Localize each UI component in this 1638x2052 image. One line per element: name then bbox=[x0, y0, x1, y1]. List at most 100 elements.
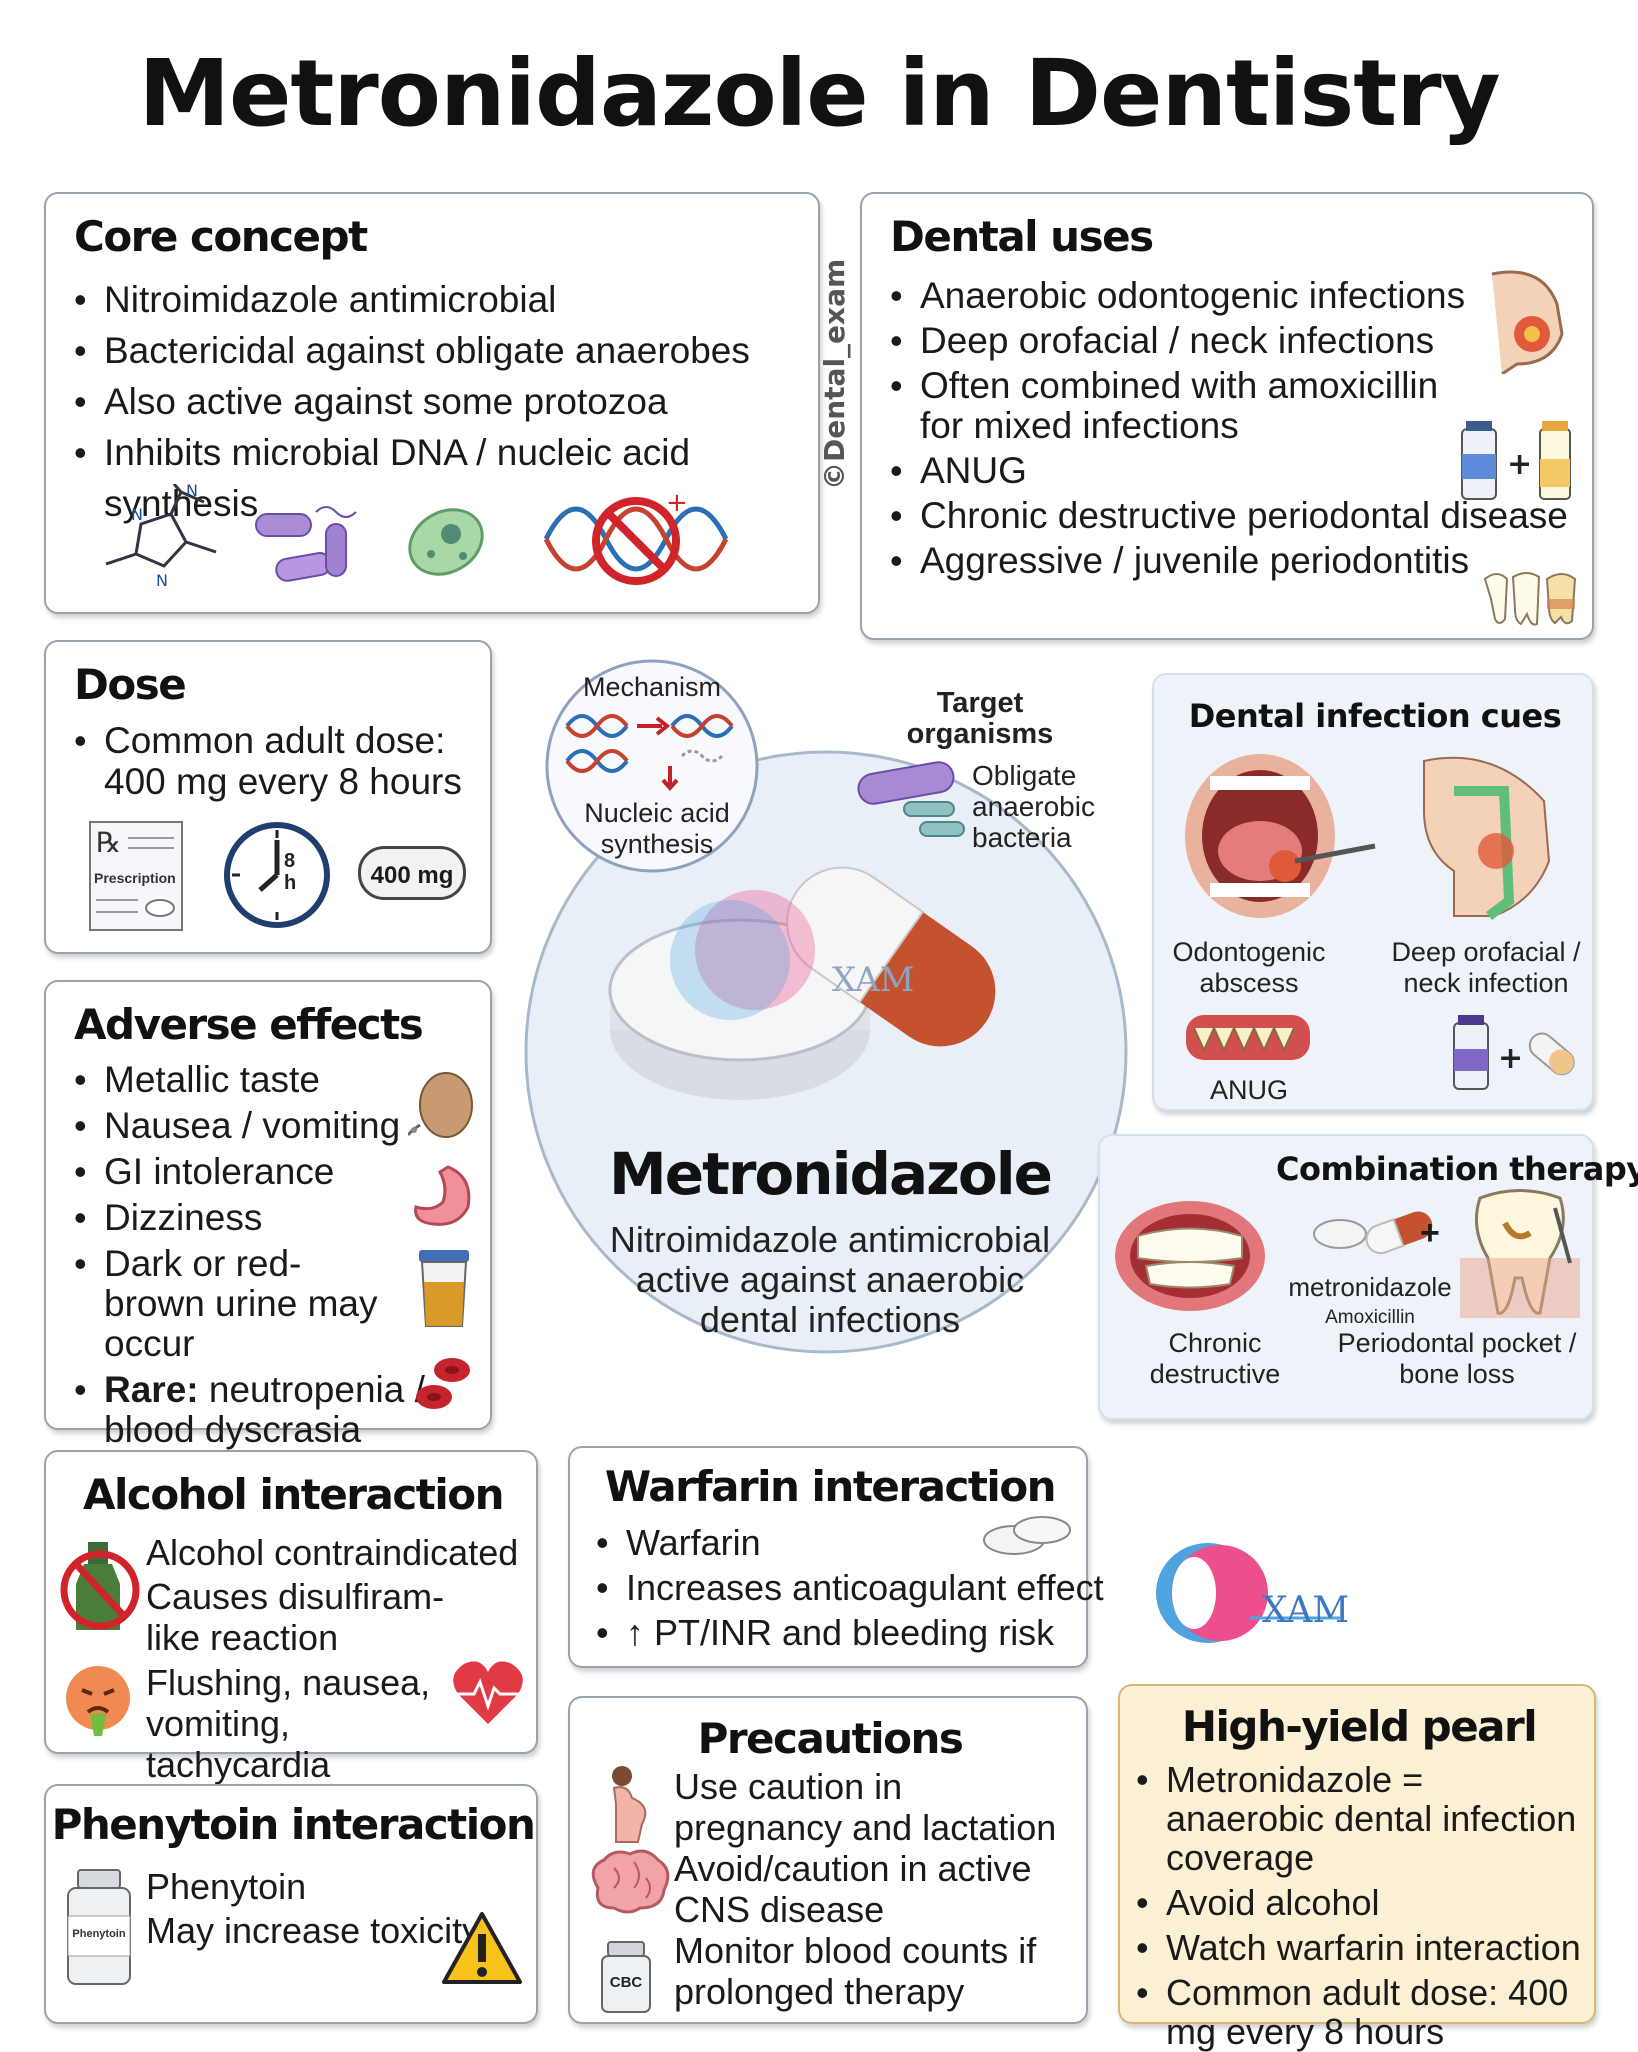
cbc-bottle-icon: CBC bbox=[598, 1940, 654, 2014]
pearl-heading: High-yield pearl bbox=[1181, 1702, 1538, 1751]
anug-gums-icon bbox=[1184, 1010, 1314, 1065]
clock-hours-label: 8 h bbox=[284, 850, 297, 894]
infection-cues-heading: Dental infection cues bbox=[1188, 697, 1562, 735]
nauseous-head-icon bbox=[408, 1070, 478, 1150]
list-item: Rare: neutropenia / blood dyscrasia bbox=[72, 1370, 444, 1450]
teeth-icon bbox=[1477, 569, 1587, 629]
no-dna-icon: + bbox=[536, 489, 756, 594]
target-title: Target organisms bbox=[906, 687, 1054, 750]
combo-drug2: Amoxicillin bbox=[1325, 1307, 1415, 1328]
dental-uses-list: Anaerobic odontogenic infections Deep or… bbox=[888, 276, 1568, 586]
combination-heading: Combination therapy bbox=[1276, 1150, 1638, 1188]
stomach-icon bbox=[408, 1162, 478, 1232]
precautions-heading: Precautions bbox=[697, 1714, 964, 1763]
vial-plus-vial-icon: + bbox=[1452, 419, 1582, 504]
cue-label-neck: Deep orofacial / neck infection bbox=[1391, 937, 1581, 998]
adverse-effects-heading: Adverse effects bbox=[74, 1000, 424, 1049]
list-item: Avoid alcohol bbox=[1134, 1883, 1590, 1922]
alcohol-text1: Alcohol contraindicated bbox=[146, 1532, 519, 1573]
dose-pill: 400 mg bbox=[358, 846, 466, 900]
phenytoin-bottle-icon: Phenytoin bbox=[64, 1868, 134, 1988]
combo-drug1: metronidazole bbox=[1288, 1272, 1452, 1302]
alcohol-interaction-card: Alcohol interaction Alcohol contraindica… bbox=[44, 1450, 538, 1785]
capsule-pill-icon bbox=[1310, 1206, 1440, 1256]
alcohol-heading: Alcohol interaction bbox=[83, 1470, 504, 1519]
prescription-icon: ℞ Prescription bbox=[88, 820, 184, 932]
prescription-label: Prescription bbox=[94, 870, 176, 886]
list-item: GI intolerance bbox=[72, 1152, 402, 1193]
dose-list: Common adult dose: 400 mg every 8 hours bbox=[72, 720, 482, 802]
precautions-card: Precautions Use caution in pregnancy and… bbox=[568, 1696, 1088, 2024]
anaerobic-bacteria-icon bbox=[856, 760, 966, 840]
molecule-icon: N N N bbox=[86, 484, 236, 594]
precaution-text2: Avoid/caution in active CNS disease bbox=[674, 1848, 1032, 1930]
bacteria-rods-icon bbox=[246, 494, 376, 594]
brain-icon bbox=[584, 1848, 672, 1918]
pearl-list: Metronidazole = anaerobic dental infecti… bbox=[1134, 1760, 1590, 2051]
mechanism-caption: Nucleic acid synthesis bbox=[584, 798, 730, 859]
clock-icon: 8 h bbox=[222, 820, 332, 930]
vial-plus-capsule-icon: + bbox=[1446, 1013, 1576, 1093]
list-item: Common adult dose: 400 mg every 8 hours bbox=[72, 720, 482, 802]
rare-label: Rare: bbox=[104, 1369, 199, 1410]
cue-label-anug: ANUG bbox=[1209, 1075, 1288, 1105]
list-item: Dark or red-brown urine may occur bbox=[72, 1244, 402, 1364]
list-item: Nausea / vomiting bbox=[72, 1106, 402, 1147]
inflamed-gums-icon bbox=[1110, 1196, 1270, 1316]
mechanism-title: Mechanism bbox=[582, 672, 722, 702]
exam-logo-text: XAM bbox=[1262, 1590, 1350, 1631]
heart-pulse-icon bbox=[450, 1658, 526, 1728]
svg-text:℞: ℞ bbox=[96, 826, 121, 859]
list-item: Anaerobic odontogenic infections bbox=[888, 276, 1465, 317]
list-item: Common adult dose: 400 mg every 8 hours bbox=[1134, 1973, 1590, 2051]
combination-therapy-card: Combination therapy + metronidazole Amox… bbox=[1098, 1134, 1638, 1420]
dental-uses-heading: Dental uses bbox=[890, 212, 1154, 261]
urine-cup-icon bbox=[414, 1250, 474, 1330]
no-alcohol-icon bbox=[58, 1538, 142, 1634]
mechanism-bubble bbox=[542, 656, 762, 886]
adverse-effects-card: Adverse effects Metallic taste Nausea / … bbox=[44, 980, 492, 1450]
infection-cues-card: Dental infection cues Odontogenic absces… bbox=[1152, 673, 1594, 1111]
pills-illustration bbox=[600, 830, 1060, 1130]
list-item: Bactericidal against obligate anaerobes bbox=[72, 325, 812, 376]
rare-text: neutropenia / blood dyscrasia bbox=[104, 1369, 425, 1450]
svg-text:+: + bbox=[1507, 447, 1532, 482]
plus-sign: + bbox=[1420, 1214, 1440, 1252]
precaution-text1: Use caution in pregnancy and lactation bbox=[674, 1766, 1057, 1848]
precaution-text3: Monitor blood counts if prolonged therap… bbox=[674, 1930, 1037, 2012]
adverse-effects-list: Metallic taste Nausea / vomiting GI into… bbox=[72, 1060, 425, 1450]
list-item: Inhibits microbial DNA / nucleic acid sy… bbox=[72, 427, 812, 529]
svg-text:N: N bbox=[156, 571, 168, 590]
dental-uses-card: Dental uses Anaerobic odontogenic infect… bbox=[860, 192, 1594, 640]
warfarin-heading: Warfarin interaction bbox=[604, 1462, 1057, 1511]
face-infection-icon bbox=[1472, 264, 1582, 374]
list-item: Chronic destructive periodontal disease bbox=[888, 496, 1568, 537]
warning-icon bbox=[440, 1910, 524, 1986]
list-item: Metronidazole = anaerobic dental infecti… bbox=[1134, 1760, 1590, 1877]
alcohol-text2: Causes disulfiram-like reaction bbox=[146, 1576, 445, 1658]
sick-face-icon bbox=[60, 1662, 136, 1738]
svg-text:+: + bbox=[666, 489, 688, 518]
list-item: Deep orofacial / neck infections bbox=[888, 321, 1448, 362]
core-concept-heading: Core concept bbox=[74, 212, 368, 261]
cue-label-abscess: Odontogenic abscess bbox=[1172, 937, 1326, 998]
svg-text:N: N bbox=[131, 505, 143, 524]
list-item: Often combined with amoxicillin for mixe… bbox=[888, 366, 1448, 446]
alcohol-text3: Flushing, nausea, vomiting, tachycardia bbox=[146, 1662, 431, 1785]
pregnancy-icon bbox=[598, 1764, 658, 1844]
list-item: Watch warfarin interaction bbox=[1134, 1928, 1590, 1967]
target-text: Obligate anaerobic bacteria bbox=[972, 760, 1095, 853]
list-item: ANUG bbox=[888, 451, 1448, 492]
page-title: Metronidazole in Dentistry bbox=[138, 40, 1500, 147]
svg-text:N: N bbox=[186, 484, 198, 500]
bottle-label: Phenytoin bbox=[72, 1928, 126, 1940]
list-item: Metallic taste bbox=[72, 1060, 402, 1101]
blood-cells-icon bbox=[412, 1352, 482, 1417]
dose-card: Dose Common adult dose: 400 mg every 8 h… bbox=[44, 640, 492, 954]
center-logo-text: XAM bbox=[832, 960, 915, 1000]
dose-heading: Dose bbox=[74, 660, 187, 709]
warfarin-list: Warfarin Increases anticoagulant effect … bbox=[594, 1520, 1104, 1655]
list-item: Aggressive / juvenile periodontitis bbox=[888, 541, 1469, 582]
high-yield-pearl-card: High-yield pearl Metronidazole = anaerob… bbox=[1118, 1684, 1596, 2051]
drug-description: Nitroimidazole antimicrobial active agai… bbox=[609, 1219, 1051, 1340]
